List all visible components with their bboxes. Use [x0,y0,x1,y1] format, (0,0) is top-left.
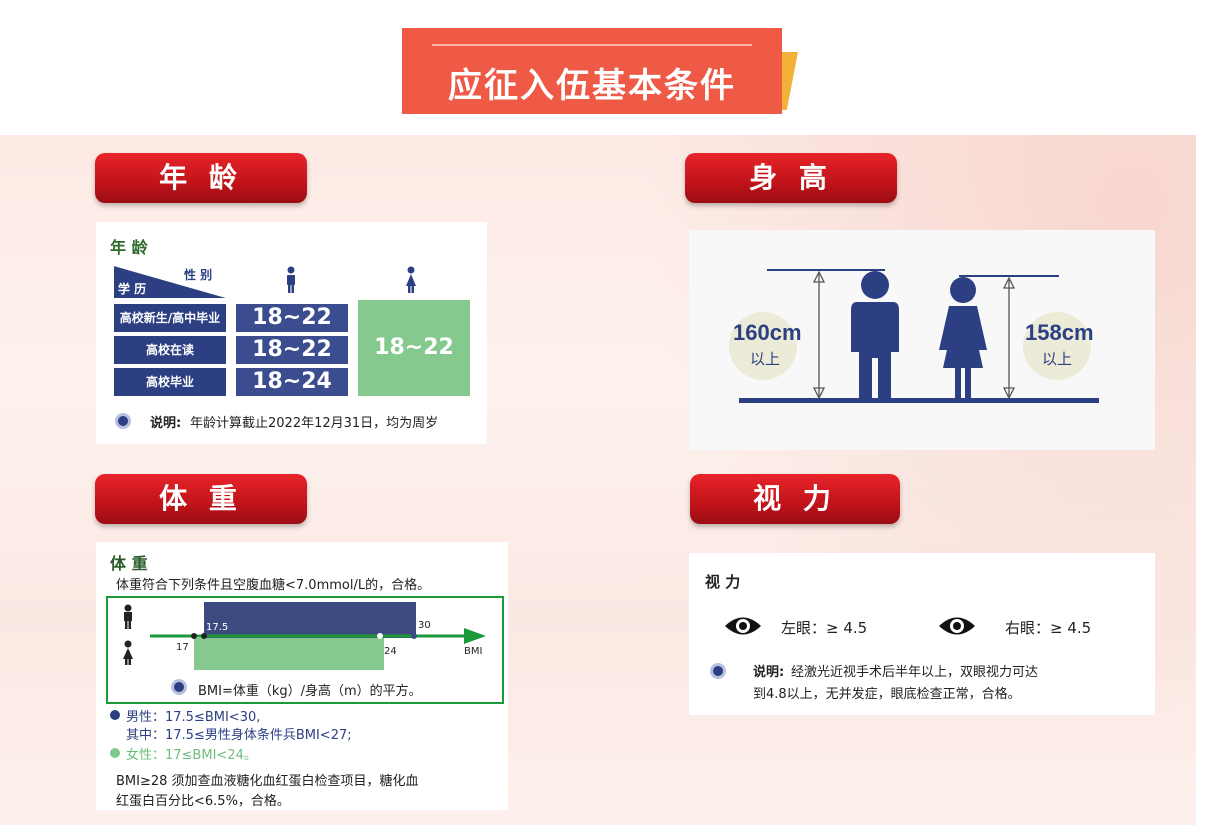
weight-card: 体 重 体重符合下列条件且空腹血糖<7.0mmol/L的，合格。 17.5 [96,542,508,810]
page-title: 应征入伍基本条件 [448,66,736,106]
male-age-2: 18~22 [236,336,348,364]
weight-intro: 体重符合下列条件且空腹血糖<7.0mmol/L的，合格。 [116,578,431,593]
edu-cell-2: 高校在读 [114,336,226,364]
edu-cell-3: 高校毕业 [114,368,226,396]
female-icon [406,266,416,293]
vision-card-title: 视 力 [705,573,741,591]
header-edu-label: 学 历 [118,282,147,296]
header-gender-label: 性 别 [184,268,213,282]
tick-17: 17 [176,642,189,653]
age-note-text: 年龄计算截止2022年12月31日，均为周岁 [190,416,439,431]
eye-icon [939,617,975,635]
vision-note-label: 说明: [753,665,785,680]
male-age-1: 18~22 [236,304,348,332]
edu-cell-1: 高校新生/高中毕业 [114,304,226,332]
extra-rule-line1: BMI≥28 须加查血液糖化血红蛋白检查项目，糖化血 [116,774,419,789]
section-header-weight: 体 重 [95,474,307,524]
tick-24: 24 [384,646,397,657]
tick-17-5: 17.5 [206,622,229,633]
formula-bullet [174,682,184,692]
male-height-suffix: 以上 [749,350,780,368]
section-header-height: 身 高 [685,153,897,203]
age-card: 年 龄 学 历 性 别 高校新生/高中毕业 高校在读 高校毕业 18~22 18… [96,222,487,444]
age-card-title: 年 龄 [110,238,148,257]
age-note-label: 说明: [150,416,182,431]
title-banner [402,28,782,114]
male-figure-icon [851,271,899,398]
male-bmi-rule: 男性：17.5≤BMI<30, [126,710,261,725]
male-bullet [110,710,120,720]
female-bmi-rule: 女性：17≤BMI<24。 [126,748,257,763]
female-age: 18~22 [358,300,470,396]
bmi-formula: BMI=体重（kg）/身高（m）的平方。 [198,684,422,699]
female-height-value: 158cm [1025,320,1094,345]
male-bmi-subrule: 其中：17.5≤男性身体条件兵BMI<27; [126,728,352,743]
tick-30: 30 [418,620,431,631]
male-age-3: 18~24 [236,368,348,396]
bmi-diagram: 17.5 30 17 24 BMI BMI=体重（kg）/身高（m）的平方。 [106,596,504,704]
table-header-diagonal [114,266,226,298]
weight-card-title: 体 重 [110,554,148,573]
axis-label: BMI [464,646,483,657]
female-icon [123,640,133,665]
female-figure-icon [939,277,987,398]
section-header-vision: 视 力 [690,474,900,524]
male-icon [124,604,132,629]
vision-note-bullet [713,666,723,676]
vision-note-line1: 经激光近视手术后半年以上，双眼视力可达 [791,665,1039,680]
bmi-chart [150,602,486,670]
vision-card: 视 力 左眼：≥ 4.5 右眼：≥ 4.5 说明: 经激光近视手术后半年以上，双… [689,553,1155,715]
left-eye-requirement: 左眼：≥ 4.5 [781,619,868,637]
vision-note-line2: 到4.8以上，无并发症，眼底检查正常，合格。 [753,687,1021,702]
eye-icon [725,617,761,635]
right-eye-requirement: 右眼：≥ 4.5 [1005,619,1092,637]
height-illustration [729,269,1099,403]
section-header-age: 年 龄 [95,153,307,203]
height-card: 160cm 以上 158cm 以上 [689,230,1155,450]
male-icon [287,266,295,293]
title-decoration [782,52,798,110]
note-bullet [118,416,128,426]
male-height-value: 160cm [733,320,802,345]
extra-rule-line2: 红蛋白百分比<6.5%，合格。 [116,794,290,809]
female-bullet [110,748,120,758]
female-height-suffix: 以上 [1041,350,1072,368]
title-rule [432,44,752,46]
